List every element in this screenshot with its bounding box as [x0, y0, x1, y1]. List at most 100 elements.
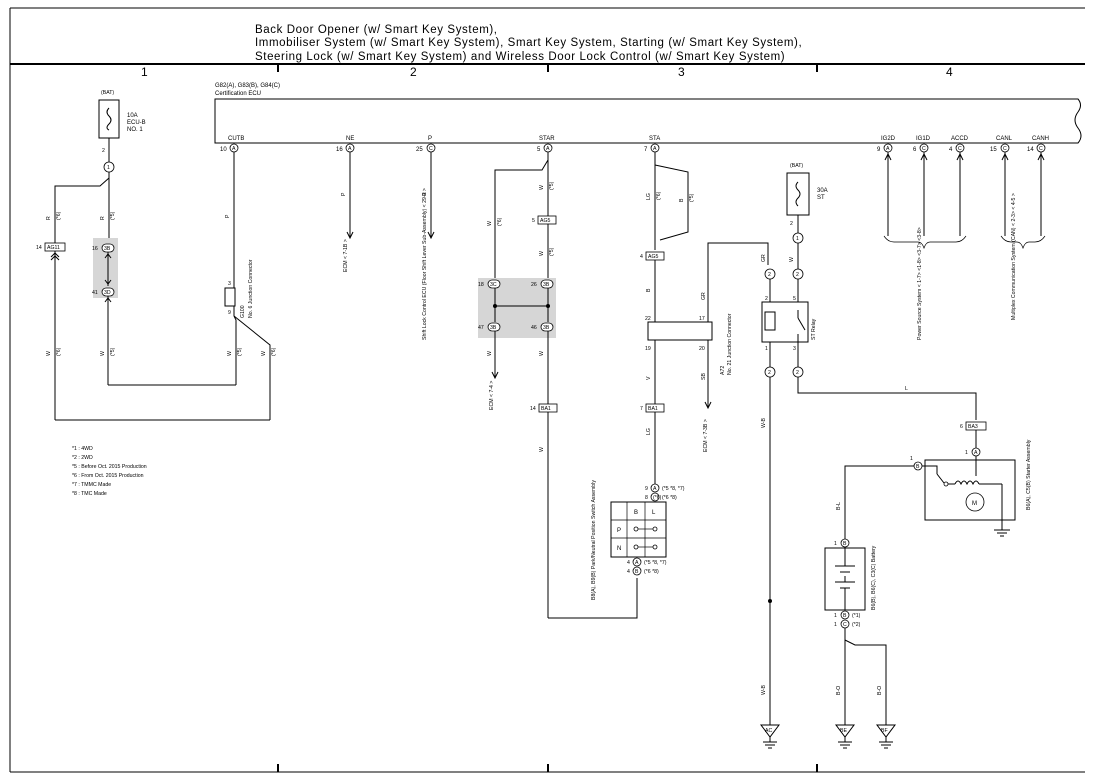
ground-be: BE: [835, 724, 855, 749]
park-neutral-switch: A (*6) 9 8 (*5 *8, *7) (*6 *8) B L P N B…: [591, 480, 685, 600]
connector-pin: 19: [645, 346, 651, 352]
junction-g100: P 3 9 G100 No. 6 Junction Connector W (*…: [224, 152, 277, 420]
fuse-rating: 10A: [127, 113, 138, 119]
ecu-pin-connector: C: [429, 146, 433, 152]
certification-ecu: G82(A), G83(B), G84(C) Certification ECU: [214, 83, 1082, 144]
battery-connector-b: B: [843, 613, 847, 619]
wire-color-label: P: [225, 214, 231, 218]
battery: B 1 B6(B), B6(C), C3(C) Battery B C 1 1 …: [824, 538, 887, 725]
ecu-pin-ig1d: IG1D 6 C: [913, 136, 931, 153]
connector-3d: 3D: [104, 290, 111, 296]
ecu-pin-number: 25: [416, 147, 423, 153]
connector-3b: 3B: [543, 282, 550, 288]
ecu-name: Certification ECU: [215, 91, 261, 97]
frame: [9, 7, 1085, 773]
connector-pin: 22: [645, 316, 651, 322]
ecu-pin-number: 4: [949, 147, 953, 153]
wire-note: (*5): [549, 181, 555, 190]
ecu-pin-number: 6: [913, 147, 917, 153]
connector-ag5: AG5: [648, 254, 658, 260]
connector-pin: 47: [478, 325, 484, 331]
ecu-pin-connector: C: [958, 146, 962, 152]
ecu-pin-connector: A: [886, 146, 890, 152]
column-number-2: 2: [410, 65, 417, 79]
wire-color-label: W: [100, 351, 106, 356]
wire-color-label: V: [646, 376, 652, 380]
relay-connector: 2: [768, 272, 771, 278]
connector-pin: 1: [834, 622, 837, 628]
wire-color-label: LG: [646, 193, 652, 200]
connector-pin: 9: [645, 486, 648, 492]
wire-note: (*5): [110, 347, 116, 356]
connector-pin: 4: [640, 254, 643, 260]
wire-note: (*6): [656, 191, 662, 200]
legend-item: *8 : TMC Made: [72, 491, 107, 497]
connector-ba1: BA1: [541, 406, 551, 412]
ground-be-label: BE: [840, 728, 847, 734]
wire-color-label: P: [341, 192, 347, 196]
ecu-pin-label: P: [428, 136, 432, 142]
wire-note: (*6): [271, 347, 277, 356]
connector-pin: 4: [627, 560, 630, 566]
connector-pin: 18: [478, 282, 484, 288]
wire-note: (*5 *8, *7): [662, 486, 685, 492]
relay-pin: 5: [793, 296, 796, 302]
wire-note: (*5 *8, *7): [644, 560, 667, 566]
wire-color-label: B-O: [877, 686, 883, 695]
battery-connector: B: [843, 541, 847, 547]
connector-pin: 26: [531, 282, 537, 288]
fuse-st-pin: 2: [790, 221, 793, 227]
st-relay-label: ST Relay: [811, 318, 817, 340]
fuse-connector: 1: [107, 165, 110, 171]
wire-note: (*6 *8): [644, 569, 659, 575]
fuse-st: (BAT) 30A ST 2 1 W: [786, 163, 828, 270]
wire-color-label: W: [539, 351, 545, 356]
ecu-pin-cutb: CUTB 10 A: [220, 136, 244, 153]
wire-color-label: LG: [646, 428, 652, 435]
jc21-ref: A72: [720, 366, 726, 375]
wire-note: (*6 *8): [662, 495, 677, 501]
ecu-pin-label: CANL: [996, 136, 1013, 142]
connector-pin: 14: [36, 245, 42, 251]
ecu-pin-ne: NE 16 A: [336, 136, 355, 153]
wire-color-label: W: [487, 221, 493, 226]
wire-color-label: GR: [701, 292, 707, 300]
relay-pin: 1: [765, 346, 768, 352]
motor-symbol: M: [972, 501, 977, 507]
ecm-label-1: ECM < 7-1B >: [343, 239, 349, 272]
ecu-pin-label: STAR: [539, 136, 555, 142]
wire-color-label: B: [646, 288, 652, 292]
wire-color-label: W: [539, 185, 545, 190]
ecu-pin-connector: C: [1039, 146, 1043, 152]
fuse-name: ECU-B: [127, 120, 146, 126]
connector-3c: 3C: [490, 282, 497, 288]
power-source-label: Power Source System < 1-7> <1-8> <3-7> <…: [917, 227, 923, 340]
star-wires: W (*6) W (*5) AG5 5 W (*5) 3C 18 3B 26 3…: [478, 152, 638, 619]
pn-col-b: B: [634, 510, 638, 516]
wire-note: (*2): [852, 622, 861, 628]
ecu-pin-label: CUTB: [228, 136, 244, 142]
connector-ag5: AG5: [540, 218, 550, 224]
ecu-pin-number: 5: [537, 147, 541, 153]
connector-ba1: BA1: [648, 406, 658, 412]
wire-color-label: SB: [701, 373, 707, 380]
title-line-1: Back Door Opener (w/ Smart Key System),: [255, 24, 498, 36]
ecu-pin-canh: CANH 14 C: [1027, 136, 1049, 153]
wire-color-label: W: [261, 351, 267, 356]
ecu-pin-p: P 25 C: [416, 136, 436, 153]
wire-note: (*5): [237, 347, 243, 356]
wire-color-label: W: [46, 351, 52, 356]
fuse-source: (BAT): [101, 90, 114, 96]
connector-pin: 14: [530, 406, 536, 412]
wire-note: (*5): [549, 247, 555, 256]
wire-note: (*5): [689, 193, 695, 202]
ecu-pin-connector: C: [1003, 146, 1007, 152]
starter-assembly: BA3 6 A 1 M B6(A), C5(B) Starter Assembl…: [836, 421, 1032, 540]
connector-pin: 5: [532, 218, 535, 224]
pn-row-n: N: [617, 546, 621, 552]
wire-note: (*6): [56, 211, 62, 220]
ecu-pin-label: ACCD: [951, 136, 969, 142]
grounds: AC BE BF: [760, 724, 896, 749]
connector-3b: 3B: [543, 325, 550, 331]
